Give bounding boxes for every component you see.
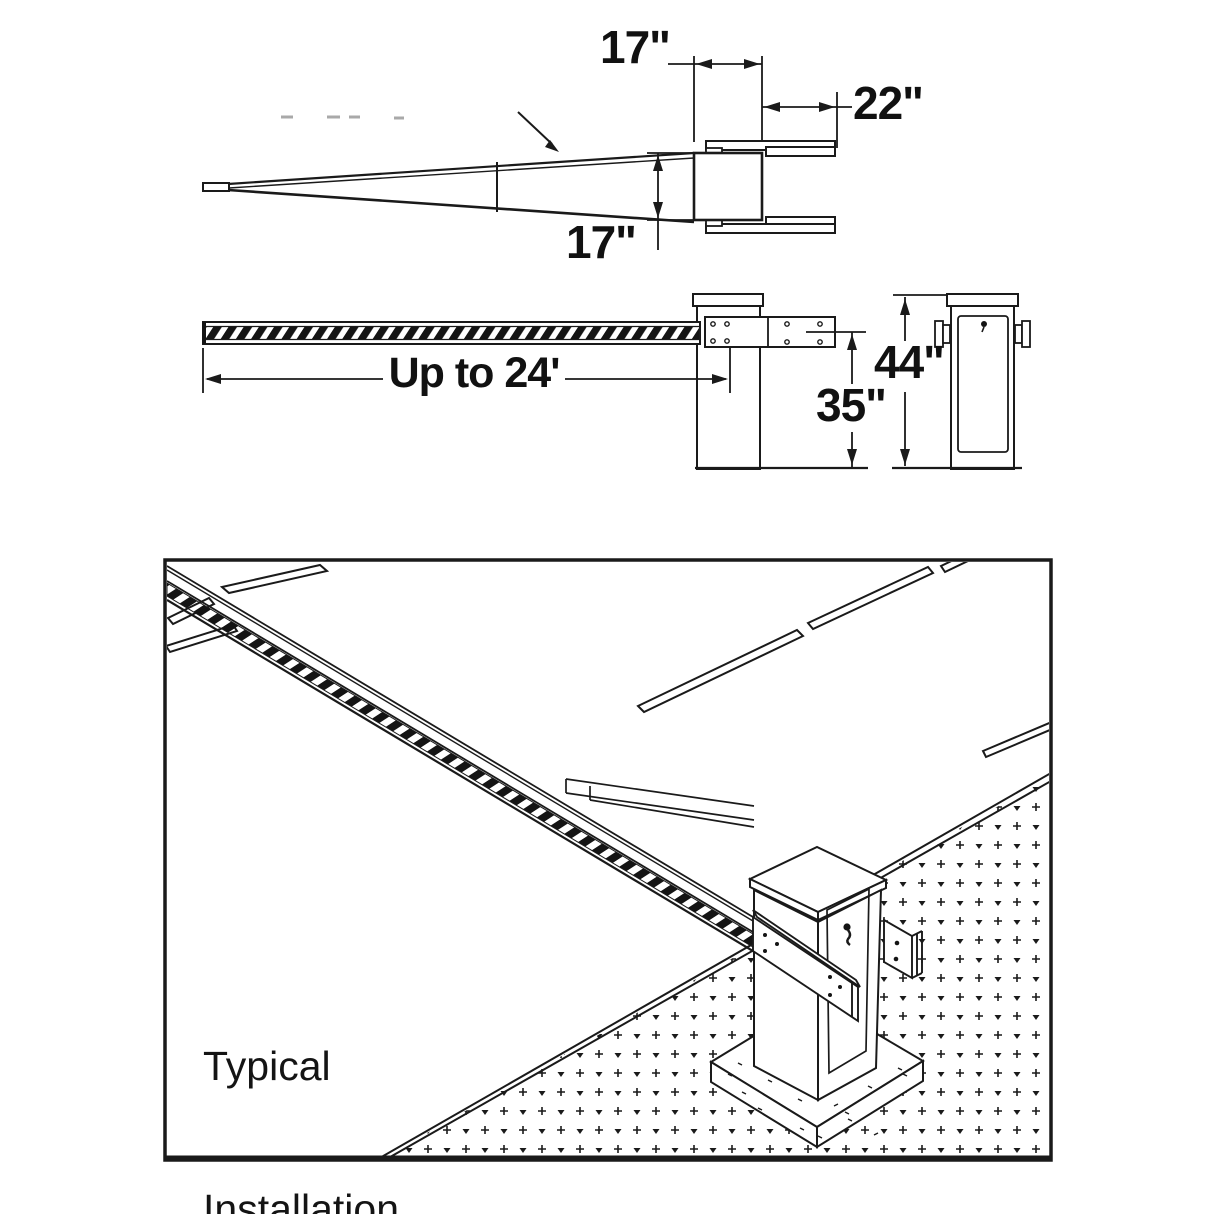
lane-dashes	[167, 562, 1049, 759]
lock-icon	[981, 321, 987, 327]
iso-gate-arm	[167, 565, 764, 958]
front-view	[892, 293, 1031, 470]
stippled-ground	[383, 777, 1049, 1158]
dimension-label-bracket-width: 17"	[600, 21, 671, 73]
plan-arm	[202, 151, 695, 224]
dimension-label-arm-base-width: 17"	[566, 216, 637, 268]
dim-17-vertical-lines	[647, 152, 694, 250]
plan-bracket	[692, 140, 836, 234]
installation-panel	[163, 558, 1053, 1162]
installation-caption: Typical Installation	[203, 948, 399, 1214]
side-arm	[202, 321, 701, 345]
dim-22-lines	[762, 92, 852, 148]
dimension-label-counterweight-length: 22"	[853, 77, 924, 129]
installation-caption-line1: Typical	[203, 1043, 331, 1090]
tail-beam	[752, 909, 861, 1023]
dimension-label-arm-length: Up to 24'	[388, 349, 561, 397]
loop-trench	[565, 778, 755, 828]
front-hinge-right	[1014, 320, 1031, 348]
dim-17-top-lines	[668, 56, 763, 142]
catch-bracket	[883, 918, 923, 980]
key-icon	[843, 923, 852, 946]
dimension-label-cabinet-height: 44"	[874, 336, 945, 388]
dim-35-lines	[806, 331, 866, 467]
front-hinge-left	[934, 320, 951, 348]
dimension-label-arm-mount-height: 35"	[816, 379, 887, 431]
front-cabinet	[946, 293, 1019, 470]
curb-lines	[377, 772, 1049, 1158]
installation-caption-line2: Installation	[203, 1185, 400, 1214]
dim-44-lines	[893, 294, 947, 466]
plan-view	[202, 56, 852, 250]
leader-arrow	[517, 111, 559, 152]
faded-marks	[281, 115, 404, 120]
side-view	[202, 293, 868, 470]
dim-arm-length-lines	[202, 348, 731, 393]
